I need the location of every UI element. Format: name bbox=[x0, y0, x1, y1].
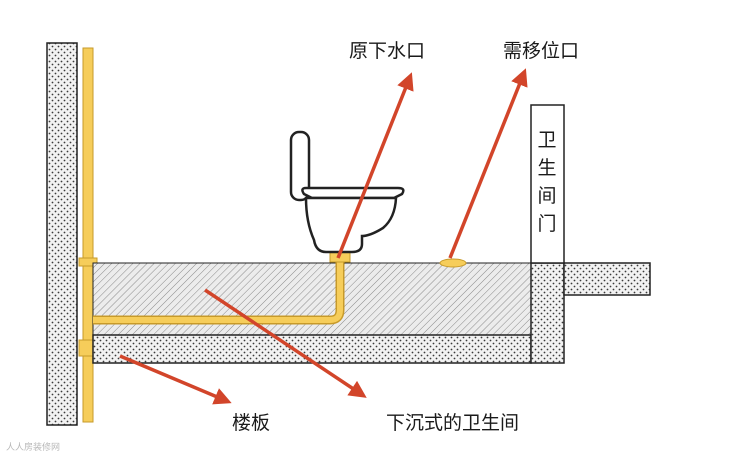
drain-pipe-inner bbox=[93, 258, 343, 323]
vertical-riser-pipe bbox=[82, 47, 94, 423]
floor-slab bbox=[92, 334, 532, 364]
label-floor-slab: 楼板 bbox=[232, 412, 271, 434]
label-original-drain: 原下水口 bbox=[349, 40, 426, 62]
riser-pipe-fitting-top bbox=[78, 257, 98, 267]
arrow-floor-slab bbox=[119, 354, 232, 405]
right-slab-wall bbox=[530, 262, 565, 364]
watermark: 人人房装修网 bbox=[6, 443, 61, 453]
bathroom-door bbox=[530, 104, 565, 264]
label-relocated-drain: 需移位口 bbox=[503, 40, 580, 62]
label-bathroom-door: 卫生间门 bbox=[537, 129, 557, 235]
arrow-sunken-bathroom bbox=[204, 288, 367, 398]
arrow-original-drain bbox=[336, 72, 414, 259]
left-wall bbox=[46, 42, 78, 426]
relocated-drain-cap bbox=[439, 258, 467, 268]
label-sunken-bathroom: 下沉式的卫生间 bbox=[386, 412, 520, 434]
outside-floor-slab bbox=[563, 262, 651, 296]
arrow-relocated-drain bbox=[448, 68, 528, 259]
